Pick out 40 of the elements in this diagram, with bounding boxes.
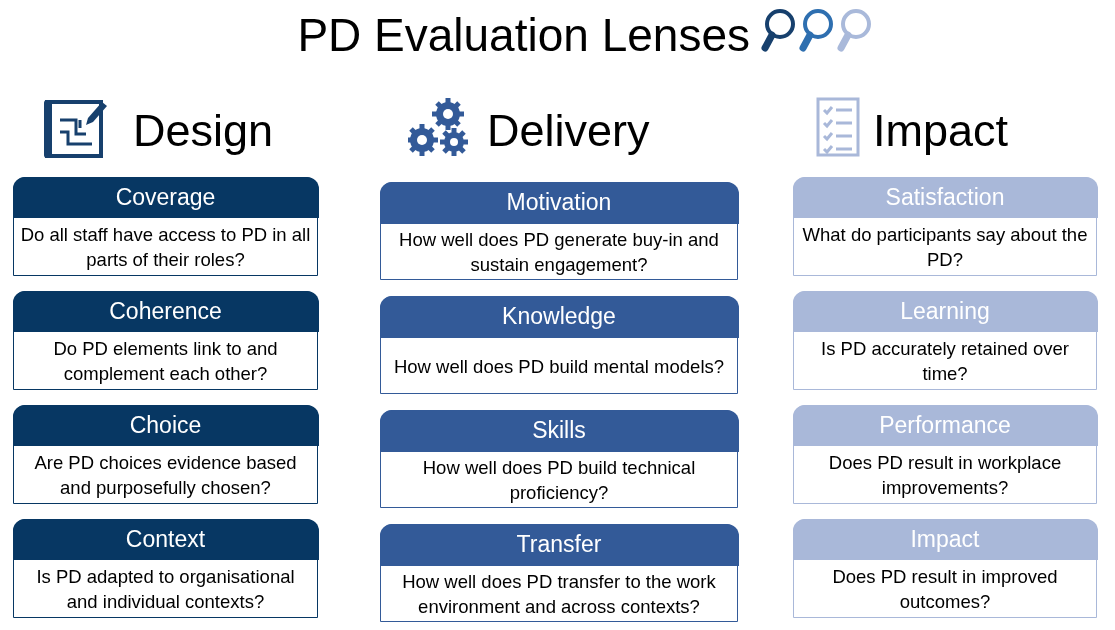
column-heading: Delivery (487, 106, 650, 156)
card-question: Do all staff have access to PD in all parts of their roles? (20, 223, 311, 272)
lens-card (380, 296, 738, 394)
card-heading: Context (12, 518, 319, 560)
card-heading: Choice (12, 404, 319, 446)
lens-card (13, 177, 318, 276)
card-heading: Transfer (379, 523, 739, 566)
card-question: Does PD result in improved outcomes? (831, 565, 1059, 614)
lens-card (380, 410, 738, 508)
card-heading: Satisfaction (792, 176, 1098, 218)
card-question: What do participants say about the PD? (801, 223, 1089, 272)
page-title: PD Evaluation Lenses (296, 8, 750, 62)
card-heading: Knowledge (379, 295, 739, 338)
card-heading: Skills (379, 409, 739, 452)
card-heading: Learning (792, 290, 1098, 332)
card-question: How well does PD build mental models? (392, 354, 726, 379)
card-question: How well does PD transfer to the work environment and across contexts? (401, 570, 717, 619)
card-question: Is PD adapted to organisational and individual contexts? (35, 565, 296, 614)
card-question: Does PD result in workplace improvements? (827, 451, 1063, 500)
card-heading: Impact (792, 518, 1098, 560)
card-heading: Performance (792, 404, 1098, 446)
column-heading: Design (133, 106, 274, 156)
lens-card (793, 291, 1097, 390)
card-question: How well does PD generate buy-in and sustain engagement? (398, 228, 720, 277)
lens-card (13, 291, 318, 390)
card-question: Do PD elements link to and complement each other? (52, 337, 279, 386)
lens-card (380, 182, 738, 280)
card-question: Is PD accurately retained over time? (820, 337, 1070, 386)
card-question: Are PD choices evidence based and purposefully chosen? (33, 451, 298, 500)
card-heading: Motivation (379, 181, 739, 224)
lens-card (793, 519, 1097, 618)
lens-card (13, 519, 318, 618)
card-heading: Coverage (12, 176, 319, 218)
card-question: How well does PD build technical proficiency? (421, 456, 697, 505)
card-heading: Coherence (12, 290, 319, 332)
lens-card (380, 524, 738, 622)
lens-card (793, 405, 1097, 504)
column-heading: Impact (873, 106, 1009, 156)
lens-card (793, 177, 1097, 276)
lens-card (13, 405, 318, 504)
